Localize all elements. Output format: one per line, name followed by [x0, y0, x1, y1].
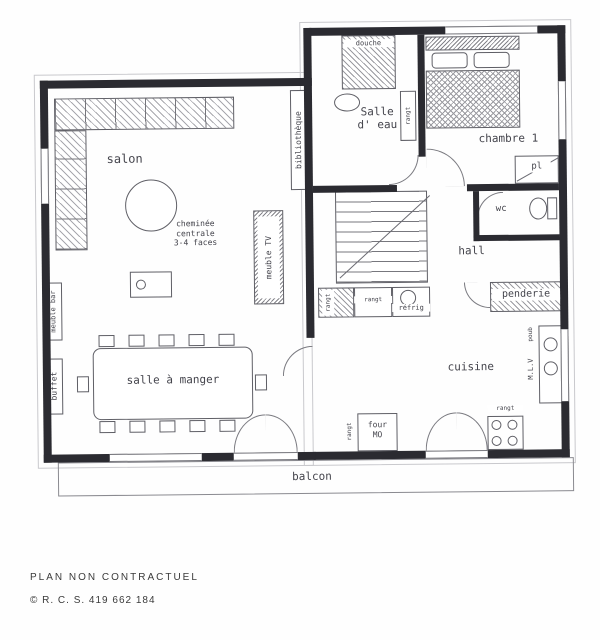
fireplace-label: cheminée centrale 3-4 faces — [173, 218, 218, 248]
window-cuisine-right — [560, 329, 570, 402]
sink-bowl-2 — [543, 361, 558, 376]
window-salon-bottom — [109, 453, 202, 463]
plan-disclaimer: PLAN NON CONTRACTUEL — [30, 572, 199, 583]
room-label-hall: hall — [458, 244, 485, 258]
window-chambre-top — [445, 25, 538, 35]
tv-cabinet-label: meuble TV — [257, 216, 281, 299]
door-opening-salle-a-manger-balcon — [233, 452, 298, 461]
understairs-closet-1-label: rangt — [322, 289, 335, 316]
window-salon-left — [40, 148, 50, 204]
trash-label: poub — [526, 327, 535, 342]
room-label-salle-a-manger: salle à manger — [112, 372, 234, 388]
dining-chair — [129, 420, 146, 433]
bar-cabinet-label: meuble bar — [49, 290, 58, 333]
dining-chair — [128, 334, 145, 347]
toilet-tank — [547, 197, 558, 220]
dining-chair — [219, 419, 236, 432]
room-label-wc: wc — [495, 203, 507, 214]
dining-chair — [254, 374, 268, 391]
stove-storage-label: rangt — [487, 404, 524, 413]
bed-headboard — [425, 35, 520, 51]
room-label-balcon: balcon — [292, 469, 332, 484]
understairs-closet-2-label: rangt — [354, 296, 393, 304]
buffet-cabinet-label: buffet — [49, 372, 59, 402]
room-label-chambre1: chambre 1 — [478, 131, 539, 146]
burner-1 — [491, 419, 502, 431]
dining-chair — [159, 420, 176, 433]
dining-chair — [218, 333, 235, 346]
window-chambre-right — [557, 81, 567, 140]
fridge-label: réfrig — [392, 303, 431, 313]
bed-quilt — [425, 69, 521, 129]
bookshelf-label: bibliothèque — [293, 111, 304, 169]
burner-3 — [491, 435, 502, 447]
room-label-salle-deau: Salle d' eau — [357, 105, 398, 132]
room-label-cuisine: cuisine — [447, 359, 495, 374]
sofa-top — [54, 96, 235, 131]
door-opening-cuisine-balcon — [425, 450, 488, 459]
dining-chair — [76, 376, 90, 393]
oven-microwave-label: four MO — [367, 420, 388, 439]
wall-chambre-south — [466, 183, 559, 192]
dining-chair — [188, 334, 205, 347]
wall-salle-deau-chambre — [417, 34, 426, 157]
sink-bowl-1 — [543, 337, 558, 352]
wall-wc-west — [472, 191, 480, 242]
burner-4 — [507, 435, 518, 446]
dining-chair — [158, 334, 175, 347]
wall-salle-deau-south — [312, 184, 397, 193]
toilet-bowl — [529, 197, 548, 220]
dishwasher-label: M.L.V — [526, 358, 535, 380]
dining-chair — [98, 334, 115, 348]
sofa-left — [54, 130, 88, 251]
plan-rcs-number: © R. C. S. 419 662 184 — [30, 595, 156, 606]
wall-wc-south — [473, 234, 560, 242]
kitchen-storage-label: rangt — [345, 422, 354, 441]
dining-chair — [99, 420, 116, 434]
bed-pillow-right — [473, 51, 510, 69]
burner-2 — [507, 419, 518, 430]
bed-pillow-left — [431, 52, 468, 69]
fireplace-flue — [135, 279, 147, 290]
dining-chair — [189, 419, 206, 433]
room-label-douche: douche — [343, 39, 394, 48]
room-label-salon: salon — [106, 151, 143, 167]
room-label-penderie: penderie — [492, 288, 561, 301]
room-label-pl: pl — [522, 161, 551, 173]
